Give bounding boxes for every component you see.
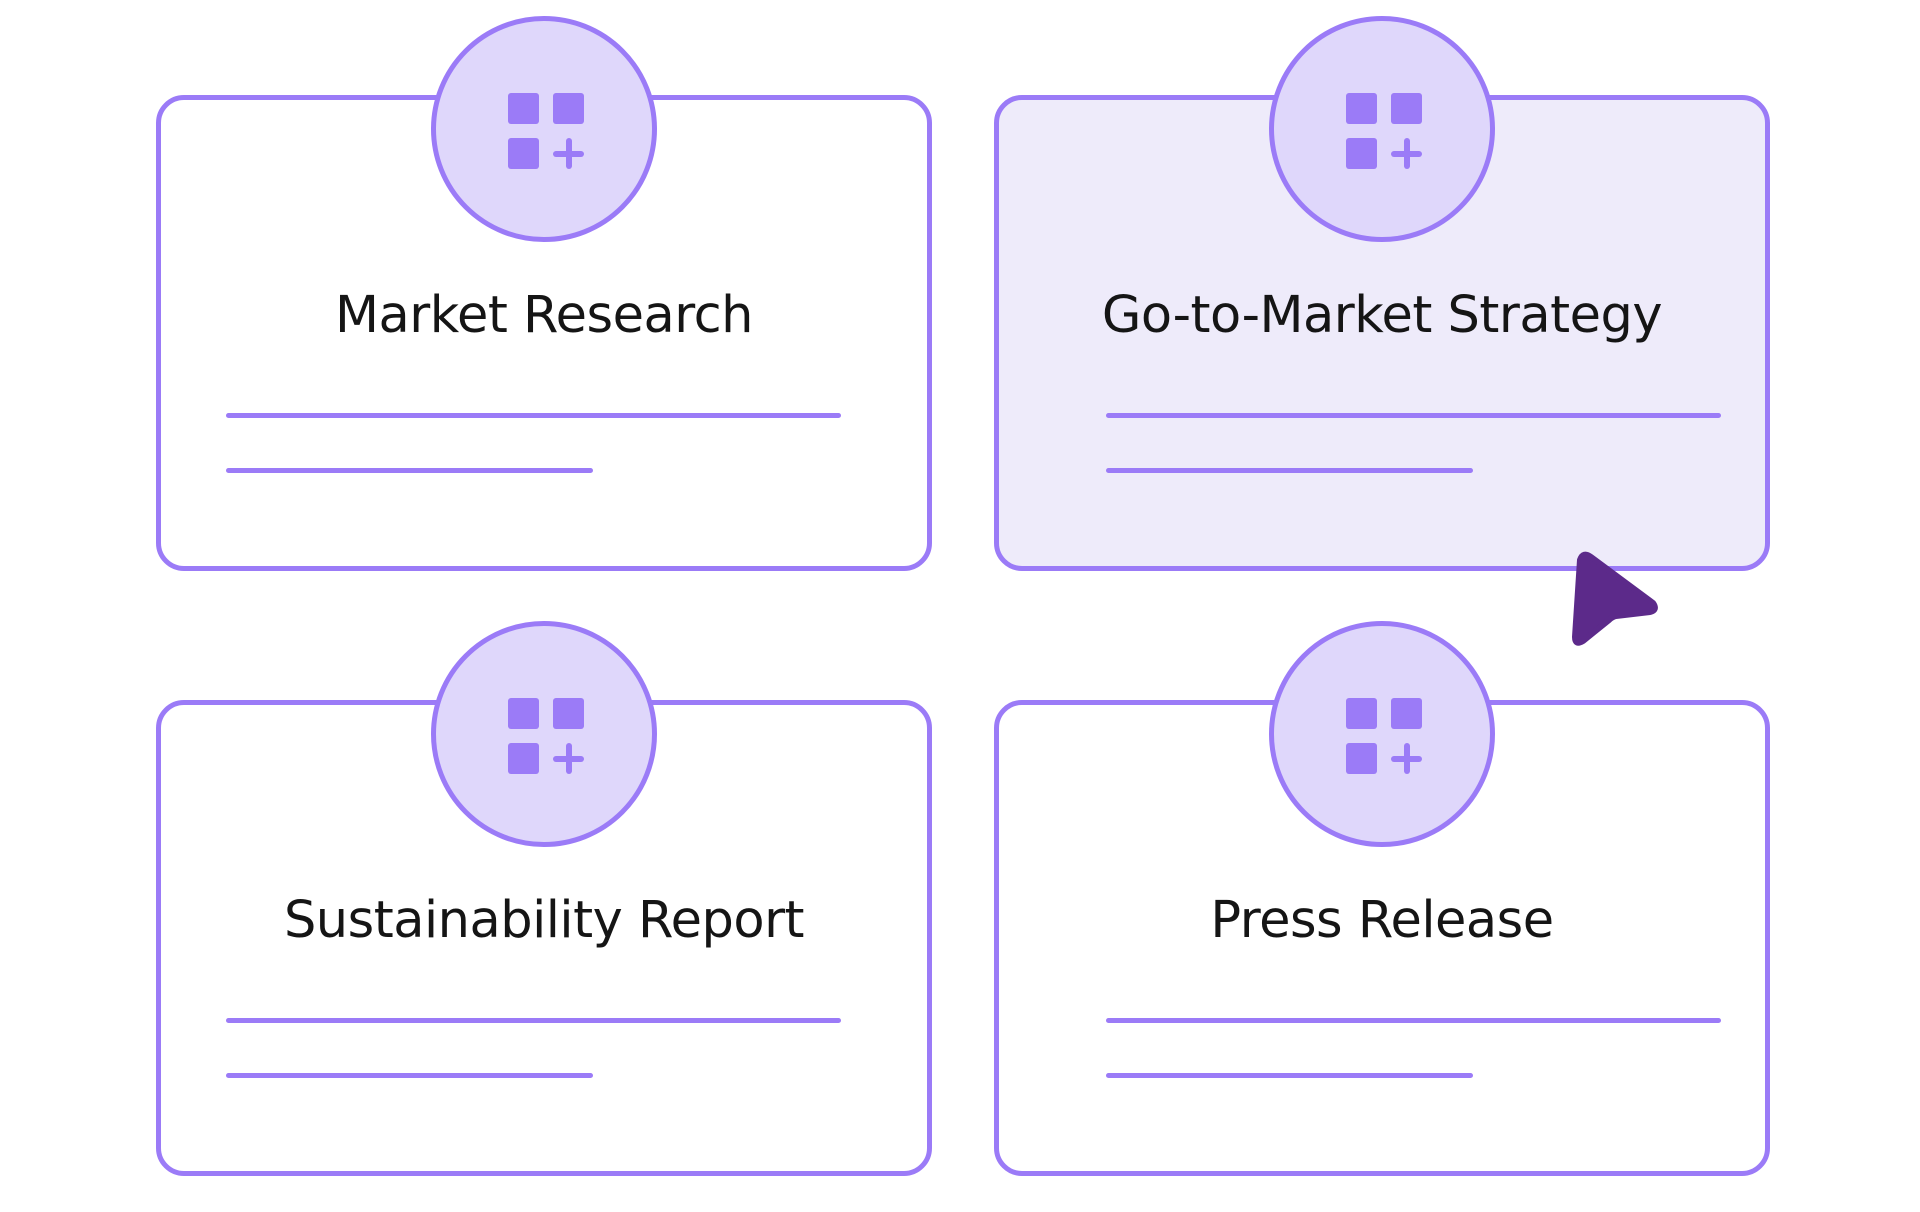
- card-title: Press Release: [1210, 891, 1554, 950]
- card-badge: [1269, 16, 1495, 242]
- placeholder-line: [1106, 1018, 1721, 1023]
- card-title: Market Research: [335, 286, 753, 345]
- placeholder-line: [226, 413, 841, 418]
- card-badge: [1269, 621, 1495, 847]
- card-go-to-market-strategy[interactable]: Go-to-Market Strategy: [994, 16, 1770, 571]
- card-badge: [431, 621, 657, 847]
- card-market-research[interactable]: Market Research: [156, 16, 932, 571]
- apps-add-icon: [508, 698, 584, 774]
- placeholder-line: [226, 468, 593, 473]
- placeholder-line: [226, 1073, 593, 1078]
- card-sustainability-report[interactable]: Sustainability Report: [156, 621, 932, 1176]
- placeholder-line: [1106, 468, 1473, 473]
- card-title: Sustainability Report: [283, 891, 805, 950]
- pointer-arrow-icon: [1572, 551, 1658, 646]
- apps-add-icon: [508, 93, 584, 169]
- placeholder-line: [226, 1018, 841, 1023]
- placeholder-line: [1106, 413, 1721, 418]
- card-badge: [431, 16, 657, 242]
- apps-add-icon: [1346, 93, 1422, 169]
- placeholder-line: [1106, 1073, 1473, 1078]
- card-press-release[interactable]: Press Release: [994, 621, 1770, 1176]
- apps-add-icon: [1346, 698, 1422, 774]
- card-title: Go-to-Market Strategy: [1101, 286, 1663, 345]
